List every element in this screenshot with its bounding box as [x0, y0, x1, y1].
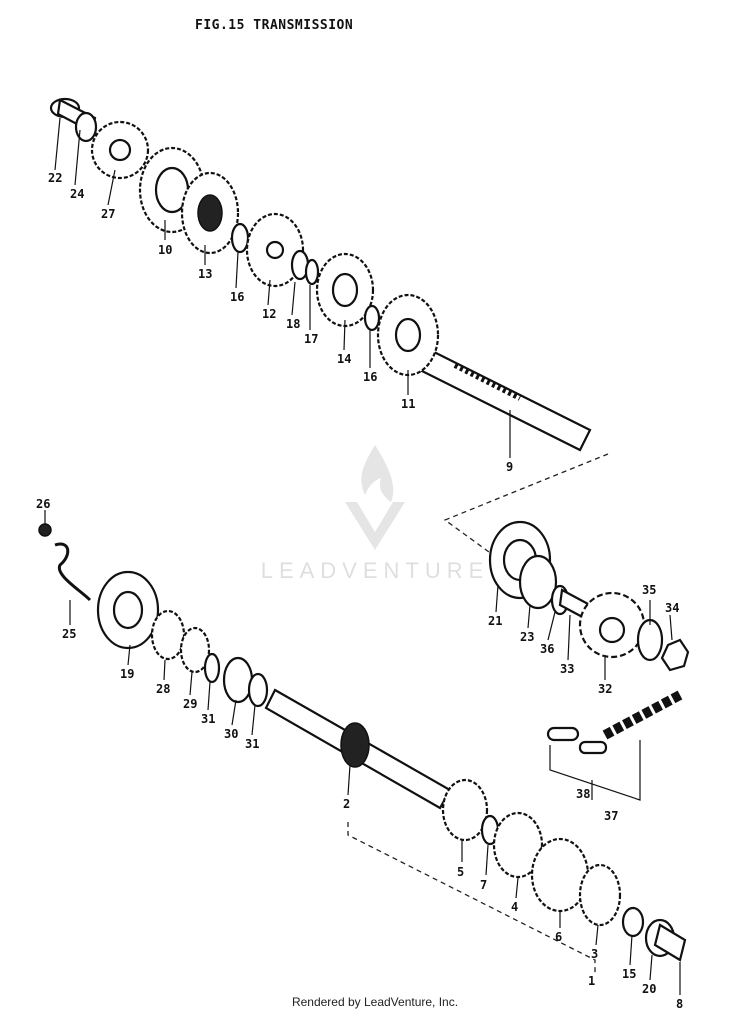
label-2: 2 [343, 797, 350, 811]
gear-28 [150, 609, 186, 661]
bushing-8 [653, 923, 687, 962]
label-1: 1 [588, 974, 595, 988]
label-16a: 16 [230, 290, 244, 304]
label-33: 33 [560, 662, 574, 676]
leaders [44, 117, 681, 995]
label-20: 20 [642, 982, 656, 996]
label-27: 27 [101, 207, 115, 221]
washer-35 [636, 618, 664, 662]
circlip-31b [247, 672, 269, 708]
label-21: 21 [488, 614, 502, 628]
washer-30 [222, 656, 254, 704]
label-13: 13 [198, 267, 212, 281]
label-28: 28 [156, 682, 170, 696]
chain-37 [602, 690, 683, 740]
lower-shaft-assembly [38, 523, 687, 975]
chain-joint-38b [578, 740, 608, 755]
label-17: 17 [304, 332, 318, 346]
label-18: 18 [286, 317, 300, 331]
label-16b: 16 [363, 370, 377, 384]
output-assembly [488, 520, 690, 801]
label-26: 26 [36, 497, 50, 511]
gear-29 [179, 626, 211, 674]
label-34: 34 [665, 601, 679, 615]
upper-shaft-assembly [49, 97, 592, 452]
washer-16b [363, 304, 381, 332]
gear-3 [578, 863, 622, 927]
label-38: 38 [576, 787, 590, 801]
bearing-stopper-25 [54, 542, 92, 602]
label-25: 25 [62, 627, 76, 641]
label-37: 37 [604, 809, 618, 823]
label-30: 30 [224, 727, 238, 741]
label-9: 9 [506, 460, 513, 474]
label-5: 5 [457, 865, 464, 879]
gear-5 [441, 778, 489, 842]
figure-title: FIG.15 TRANSMISSION [195, 18, 354, 33]
label-14: 14 [337, 352, 351, 366]
label-31b: 31 [245, 737, 259, 751]
part-labels: 22 24 27 10 13 16 12 18 17 14 16 11 9 26… [36, 171, 683, 1011]
label-15: 15 [622, 967, 636, 981]
seal-23 [518, 554, 558, 610]
label-10: 10 [158, 243, 172, 257]
bolt-26 [38, 523, 52, 537]
label-23: 23 [520, 630, 534, 644]
footer-credit: Rendered by LeadVenture, Inc. [291, 995, 459, 1009]
label-32: 32 [598, 682, 612, 696]
label-8: 8 [676, 997, 683, 1011]
label-11: 11 [401, 397, 415, 411]
gear-4 [492, 811, 544, 879]
label-36: 36 [540, 642, 554, 656]
washer-17 [304, 258, 320, 286]
circlip-31a [203, 652, 221, 684]
nut-34 [660, 638, 690, 672]
label-29: 29 [183, 697, 197, 711]
label-35: 35 [642, 583, 656, 597]
chain-joint-38a [546, 726, 580, 742]
label-3: 3 [591, 947, 598, 961]
shaft-link-line [443, 453, 609, 561]
label-12: 12 [262, 307, 276, 321]
label-31a: 31 [201, 712, 215, 726]
label-22: 22 [48, 171, 62, 185]
label-19: 19 [120, 667, 134, 681]
shaft-9 [408, 343, 592, 452]
label-24: 24 [70, 187, 84, 201]
washer-15 [621, 906, 645, 938]
label-7: 7 [480, 878, 487, 892]
label-4: 4 [511, 900, 518, 914]
washer-24 [74, 111, 98, 143]
washer-16a [230, 222, 250, 254]
label-6: 6 [555, 930, 562, 944]
